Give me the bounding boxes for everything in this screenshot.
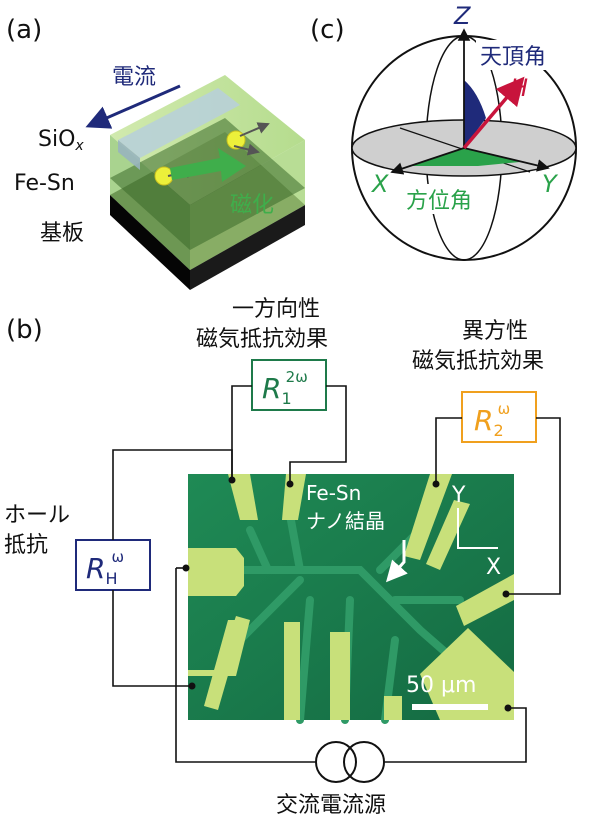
crystal-label-line1: Fe-Sn [306,481,361,505]
panel-c-label: (c) [310,15,345,45]
pad-right-top [456,574,514,626]
scale-bar [412,704,488,710]
pad-bottom-2 [330,632,350,720]
wire-endpoints [182,476,512,712]
micro-axes [457,508,498,549]
umr-box [251,359,327,411]
crystal-label-line2: ナノ結晶 [306,509,385,533]
hall-label-line2: 抵抗 [4,533,48,558]
umr-label-line1: 一方向性 [232,297,320,322]
pad-bottom-right [420,628,514,720]
pad-bottom-3 [384,696,402,720]
panel-c: (c) Z H X Y 天頂角 方位角 [310,2,577,261]
zenith-label: 天頂角 [480,45,546,70]
micro-axis-y: Y [451,483,466,508]
h-vector [462,76,525,150]
x-axis [390,147,465,175]
amr-label-line1: 異方性 [462,319,528,344]
panel-b: (b) 一方向性 磁気抵抗効果 R12ω 異方性 磁気抵抗効果 R2ω ホール … [4,297,561,818]
crystal-pointer-arrow [386,540,408,583]
azimuth-wedge [410,148,520,166]
x-label: X [370,170,389,198]
siox-label: SiOx [38,127,84,154]
panel-a-label: (a) [6,15,42,45]
h-label: H [510,74,528,102]
micro-axis-x: X [486,555,501,580]
current-arrow [85,84,181,129]
umr-symbol: R12ω [262,368,308,408]
wiring [112,385,561,763]
zenith-wedge [464,80,486,148]
ac-source-symbol [315,741,385,783]
hall-symbol: RHω [86,548,124,588]
pad-bottom-1 [284,622,300,720]
contact-pads [188,474,514,720]
z-label: Z [453,2,471,30]
scale-label: 50 μm [406,673,476,698]
hall-label-line1: ホール [4,503,70,528]
current-label: 電流 [112,65,156,90]
y-axis [463,147,550,172]
pad-top-1 [228,474,258,520]
azimuth-label: 方位角 [406,189,472,214]
fesn-label: Fe-Sn [14,171,75,196]
pad-top-3 [404,474,452,560]
y-label: Y [542,170,559,198]
amr-box [461,391,537,443]
pad-lower-left-2 [204,620,244,710]
umr-label-line2: 磁気抵抗効果 [196,327,328,352]
siox-bar [118,88,240,158]
substrate-label: 基板 [40,221,84,246]
panel-a: (a) 電流 SiOx Fe-Sn 基板 磁化 [6,15,305,290]
pad-left [188,548,244,596]
magnetization-arrow [170,148,246,182]
panel-b-label: (b) [6,315,43,345]
magnetization-label: 磁化 [230,193,274,218]
amr-symbol: R2ω [474,400,510,440]
source-label: 交流電流源 [276,793,386,818]
amr-label-line2: 磁気抵抗効果 [412,349,544,374]
hall-box [75,539,151,591]
